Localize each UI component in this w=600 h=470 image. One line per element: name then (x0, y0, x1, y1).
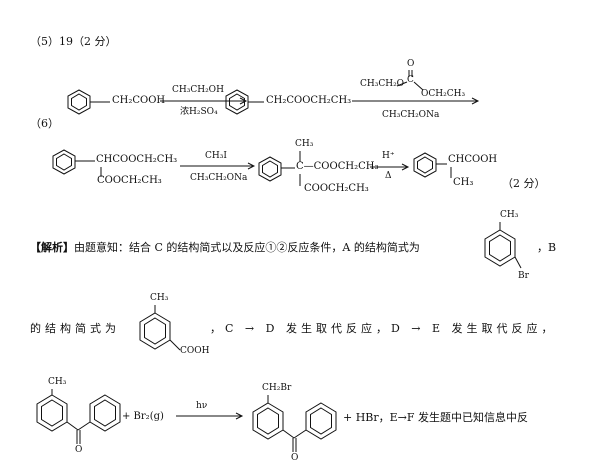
arrowhead-3 (247, 162, 256, 170)
product-acid-methyl: CH₃ (453, 177, 474, 188)
compound-e-carbonyl-bond-1 (66, 421, 79, 431)
reagent-heat: Δ (385, 171, 392, 181)
compound-f-oxygen: O (291, 453, 299, 463)
compound-f-ring-2 (305, 402, 337, 440)
diethyl-carbonate-o: O (407, 59, 415, 69)
compound-a-br: Br (518, 271, 529, 281)
compound-b-cooh: COOH (180, 346, 210, 356)
compound-e-ring-1 (36, 394, 68, 432)
score-2: （2 分） (502, 177, 546, 190)
analysis-text-1: 由题意知：结合 C 的结构简式以及反应①②反应条件，A 的结构简式为 (74, 241, 420, 254)
analysis-text-2: 的结构简式为 (30, 322, 120, 335)
reagent-conc-sulfuric-acid: 浓H₂SO₄ (180, 107, 218, 117)
diethyl-carbonate-left: CH₃CH₂O (360, 79, 405, 89)
benzene-ring-1 (67, 89, 91, 115)
plus-bromine: + Br₂(g) (122, 411, 164, 422)
analysis-tag: 【解析】 (30, 241, 74, 254)
arrowhead-2 (471, 97, 480, 105)
phenylacetic-acid-substituent: CH₂COOH (112, 95, 166, 106)
compound-a-ring (484, 229, 516, 267)
compound-b-methyl: CH₃ (150, 293, 169, 303)
malonate-substituent-bottom: COOCH₂CH₃ (97, 175, 162, 186)
benzene-ring-3 (52, 149, 76, 175)
compound-f-ch2br: CH₂Br (262, 383, 292, 393)
arrowhead-1 (239, 97, 248, 105)
diethyl-carbonate-c: C (407, 75, 414, 85)
malonate-substituent-top: CHCOOCH₂CH₃ (96, 154, 178, 165)
methylmalonate-top: C—COOCH₂CH₃ (296, 161, 379, 172)
light-condition: hν (196, 401, 208, 411)
compound-f-carbonyl-bond-2 (293, 429, 307, 439)
carbonate-bond-left (396, 81, 408, 87)
compound-e-carbonyl-bond-2 (77, 421, 91, 431)
answer-line-6-label: （6） (30, 117, 59, 130)
ethyl-phenylacetate-substituent: CH₂COOCH₂CH₃ (266, 95, 352, 106)
diethyl-carbonate-right: OCH₂CH₃ (421, 89, 466, 99)
reagent-ethanol: CH₃CH₂OH (172, 85, 224, 95)
benzene-ring-4 (258, 156, 282, 182)
methylmalonate-methyl: CH₃ (295, 139, 314, 149)
reagent-acid: H⁺ (382, 151, 395, 161)
compound-e-methyl: CH₃ (48, 377, 67, 387)
arrowhead-4 (401, 163, 410, 171)
compound-f-ring-1 (252, 402, 284, 440)
reagent-sodium-ethoxide-1: CH₃CH₂ONa (382, 110, 440, 120)
compound-a-methyl: CH₃ (500, 210, 519, 220)
compound-e-oxygen: O (75, 445, 83, 455)
product-acid-top: CHCOOH (448, 154, 498, 165)
analysis-text-1-end: ，B (537, 241, 557, 254)
carbonate-bond-right (413, 81, 424, 91)
compound-f-carbonyl-bond-1 (282, 429, 295, 439)
compound-a-br-bond (514, 256, 522, 269)
benzene-ring-2 (225, 89, 249, 115)
analysis-text-2-end: ，C → D 发生取代反应，D → E 发生取代反应， (210, 322, 557, 335)
compound-b-cooh-bond (169, 339, 181, 351)
analysis-text-3: + HBr，E→F 发生题中已知信息中反 (343, 411, 529, 424)
reagent-sodium-ethoxide-2: CH₃CH₂ONa (190, 173, 248, 183)
compound-e-ring-2 (89, 394, 121, 432)
benzene-ring-5 (413, 152, 437, 178)
analysis-line-1: 【解析】由题意知：结合 C 的结构简式以及反应①②反应条件，A 的结构简式为 (30, 242, 420, 253)
methylmalonate-bottom: COOCH₂CH₃ (304, 183, 369, 194)
arrowhead-5 (235, 412, 244, 420)
compound-b-ring (139, 312, 171, 350)
answer-line-5: （5）19（2 分） (30, 35, 117, 48)
reagent-methyl-iodide: CH₃I (205, 151, 227, 161)
